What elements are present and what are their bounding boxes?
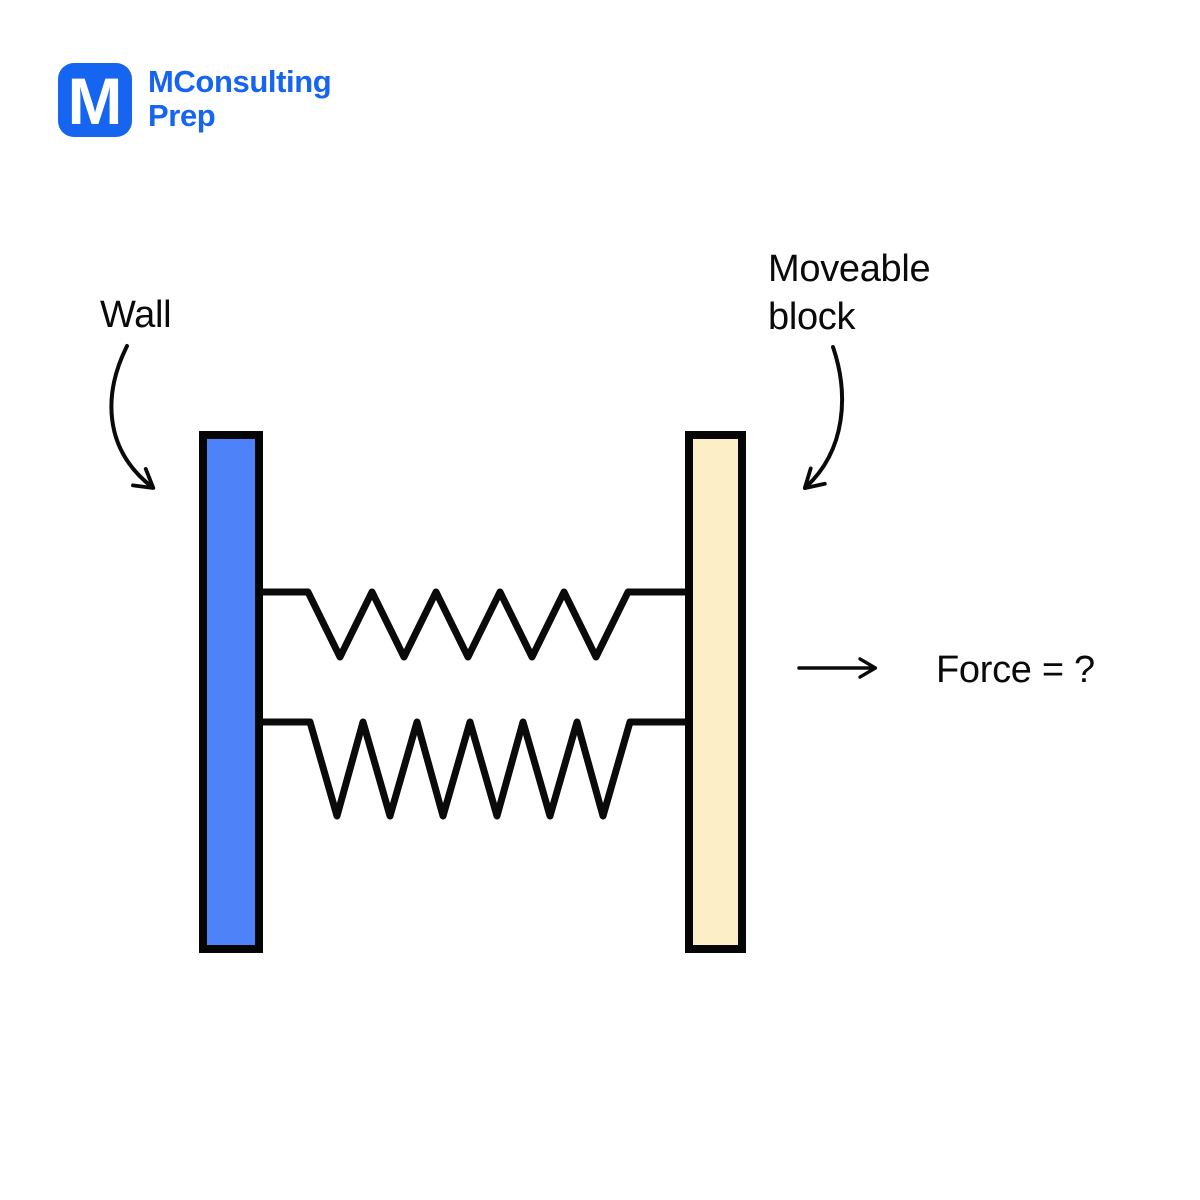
logo-letter: M [67, 64, 123, 138]
block-rect [685, 431, 746, 953]
force-label: Force = ? [936, 649, 1095, 691]
wall-label: Wall [100, 294, 172, 336]
wall-arrow [109, 344, 156, 490]
spring-top [260, 588, 686, 661]
logo: M MConsulting Prep [58, 63, 332, 137]
logo-mark-icon: M [58, 63, 132, 137]
logo-wordmark-line1: MConsulting [148, 64, 332, 99]
block-label: Moveable block [768, 248, 941, 338]
logo-wordmark-line2: Prep [148, 98, 216, 133]
logo-wordmark: MConsulting Prep [148, 64, 332, 133]
wall-rect [199, 431, 263, 953]
spring-bottom [260, 718, 686, 820]
block-arrow [802, 345, 845, 491]
